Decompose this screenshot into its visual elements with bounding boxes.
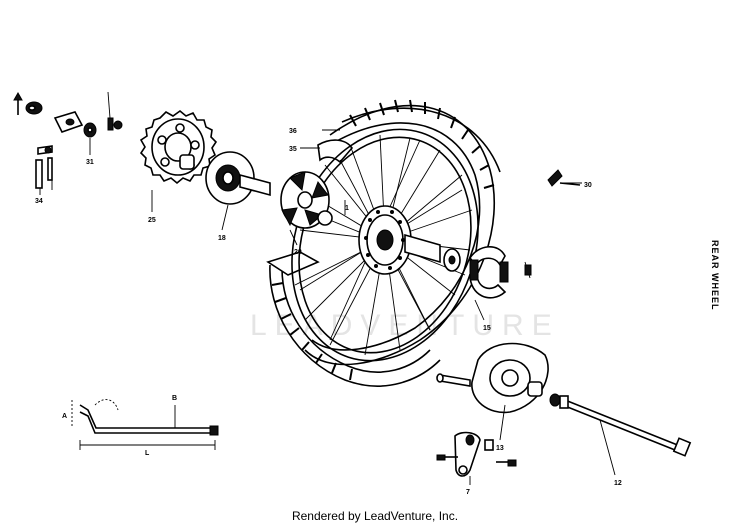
callout-sprocket: 25 xyxy=(148,217,156,224)
callout-tire: 36 xyxy=(289,128,297,135)
callout-brake-shoe: 15 xyxy=(483,325,491,332)
callout-arm: 7 xyxy=(466,489,470,496)
side-title: REAR WHEEL xyxy=(710,240,720,311)
valve xyxy=(547,169,581,187)
callout-valve: 30 xyxy=(584,182,592,189)
sprocket xyxy=(139,109,218,185)
callout-nut: 31 xyxy=(86,159,94,166)
callout-spacer: 20 xyxy=(294,249,302,256)
tire-tread xyxy=(349,99,495,189)
spokes xyxy=(294,134,473,356)
brake-shoe xyxy=(469,246,532,299)
callout-brake-panel: 13 xyxy=(496,445,504,452)
hub xyxy=(358,205,461,275)
footer-credit: Rendered by LeadVenture, Inc. xyxy=(291,509,459,523)
leader-lines xyxy=(39,91,616,485)
callouts: 25 1 36 35 30 15 13 12 18 7 34 31 20 B L… xyxy=(35,128,622,496)
axle xyxy=(559,395,692,457)
callout-axle: 12 xyxy=(614,480,622,487)
dimension-label-b: B xyxy=(172,395,177,402)
cush-drive-rubber xyxy=(280,171,333,229)
dimension-label-a: A xyxy=(62,413,67,420)
dimension-sketch xyxy=(71,399,219,450)
tire xyxy=(266,99,501,387)
callout-bolt: 34 xyxy=(35,198,43,205)
callout-hub: 1 xyxy=(345,205,349,212)
brake-panel xyxy=(471,342,561,414)
callout-cush-drive: 18 xyxy=(218,235,226,242)
chain-adjuster-parts xyxy=(13,91,123,189)
dimension-label-l: L xyxy=(145,450,150,457)
sprocket-carrier xyxy=(179,151,271,205)
callout-tube: 35 xyxy=(289,146,297,153)
brake-cam-parts xyxy=(436,373,517,477)
tube-segment xyxy=(317,139,354,164)
watermark: LEADVENTURE xyxy=(250,309,560,342)
